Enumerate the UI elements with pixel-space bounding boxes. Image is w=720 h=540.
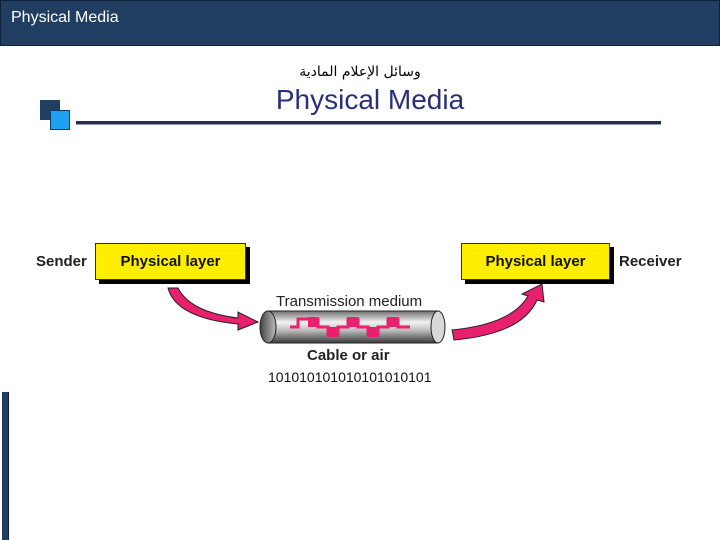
transmission-medium-label: Transmission medium [276, 293, 422, 310]
curved-arrow-icon [168, 288, 258, 330]
cable-or-air-label: Cable or air [307, 347, 390, 364]
curved-arrow-icon [452, 284, 544, 340]
bit-stream-text: 101010101010101010101 [268, 369, 432, 385]
